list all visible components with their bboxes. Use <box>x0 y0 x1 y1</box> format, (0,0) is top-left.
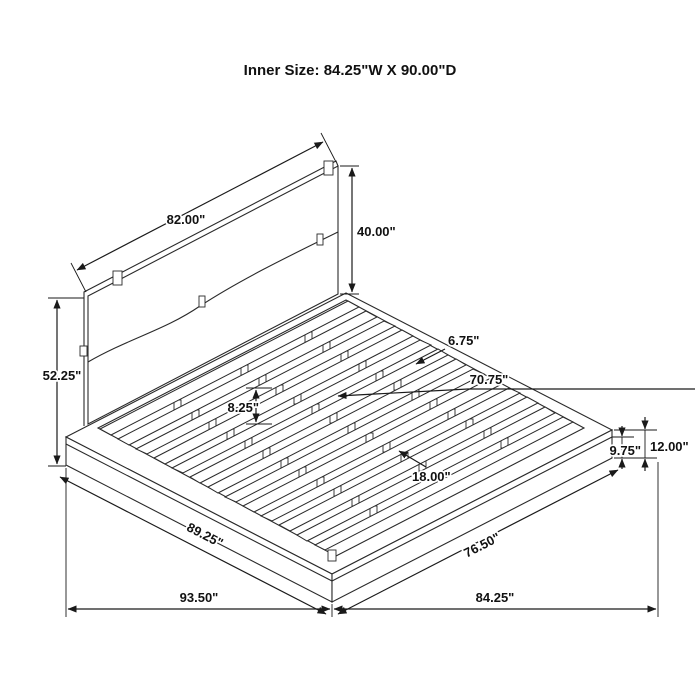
dimension-label-overall-depth: 93.50" <box>180 590 219 605</box>
dim-overall-width: 84.25" <box>333 462 659 617</box>
dim-headboard-overall-height: 52.25" <box>41 297 84 467</box>
headboard-seam-clip <box>316 233 324 246</box>
leader-line <box>415 348 446 365</box>
dimension-label-slat-spacing: 8.25" <box>228 400 259 415</box>
dimension-label-side-rail-width: 6.75" <box>448 333 479 348</box>
dim-platform-height: 12.00" <box>614 417 690 471</box>
dim-line <box>337 469 619 615</box>
dim-overall-depth: 93.50" <box>65 468 333 617</box>
slat <box>134 320 397 455</box>
slat <box>152 329 415 465</box>
leader-line <box>398 450 427 468</box>
dim-headboard-width: 82.00" <box>70 132 337 293</box>
dimension-label-headboard-width: 82.00" <box>167 212 206 227</box>
slat <box>116 310 379 446</box>
headboard-seam-clip <box>198 295 206 308</box>
dimension-label-deck-inset: 18.00" <box>412 469 451 484</box>
dim-slat-spacing: 8.25" <box>226 387 272 425</box>
headboard-seam-clip <box>79 345 88 357</box>
headboard-bracket <box>323 160 334 176</box>
dimension-label-slat-length: 70.75" <box>470 372 509 387</box>
dimension-label-base-height: 9.75" <box>610 443 641 458</box>
dimension-label-headboard-panel-height: 40.00" <box>357 224 396 239</box>
dimension-label-overall-width: 84.25" <box>476 590 515 605</box>
slat <box>170 339 433 474</box>
dim-line <box>59 476 327 615</box>
dimension-label-platform-height: 12.00" <box>650 439 689 454</box>
dimension-label-platform-side-width: 76.50" <box>461 529 502 560</box>
diagram-title: Inner Size: 84.25"W X 90.00"D <box>243 62 457 79</box>
dimension-label-headboard-overall-height: 52.25" <box>43 368 82 383</box>
leader-line <box>337 388 695 400</box>
dim-line <box>76 141 324 271</box>
dim-side-rail-width: 6.75" <box>415 331 481 365</box>
ext-line <box>320 132 337 163</box>
headboard-bracket <box>112 270 123 286</box>
ext-line <box>70 262 87 293</box>
slat <box>98 300 361 436</box>
corner-bracket <box>327 549 337 562</box>
dim-base-height: 9.75" <box>608 426 643 469</box>
dim-slat-length: 70.75" <box>337 370 695 400</box>
dim-headboard-panel-height: 40.00" <box>340 165 397 295</box>
